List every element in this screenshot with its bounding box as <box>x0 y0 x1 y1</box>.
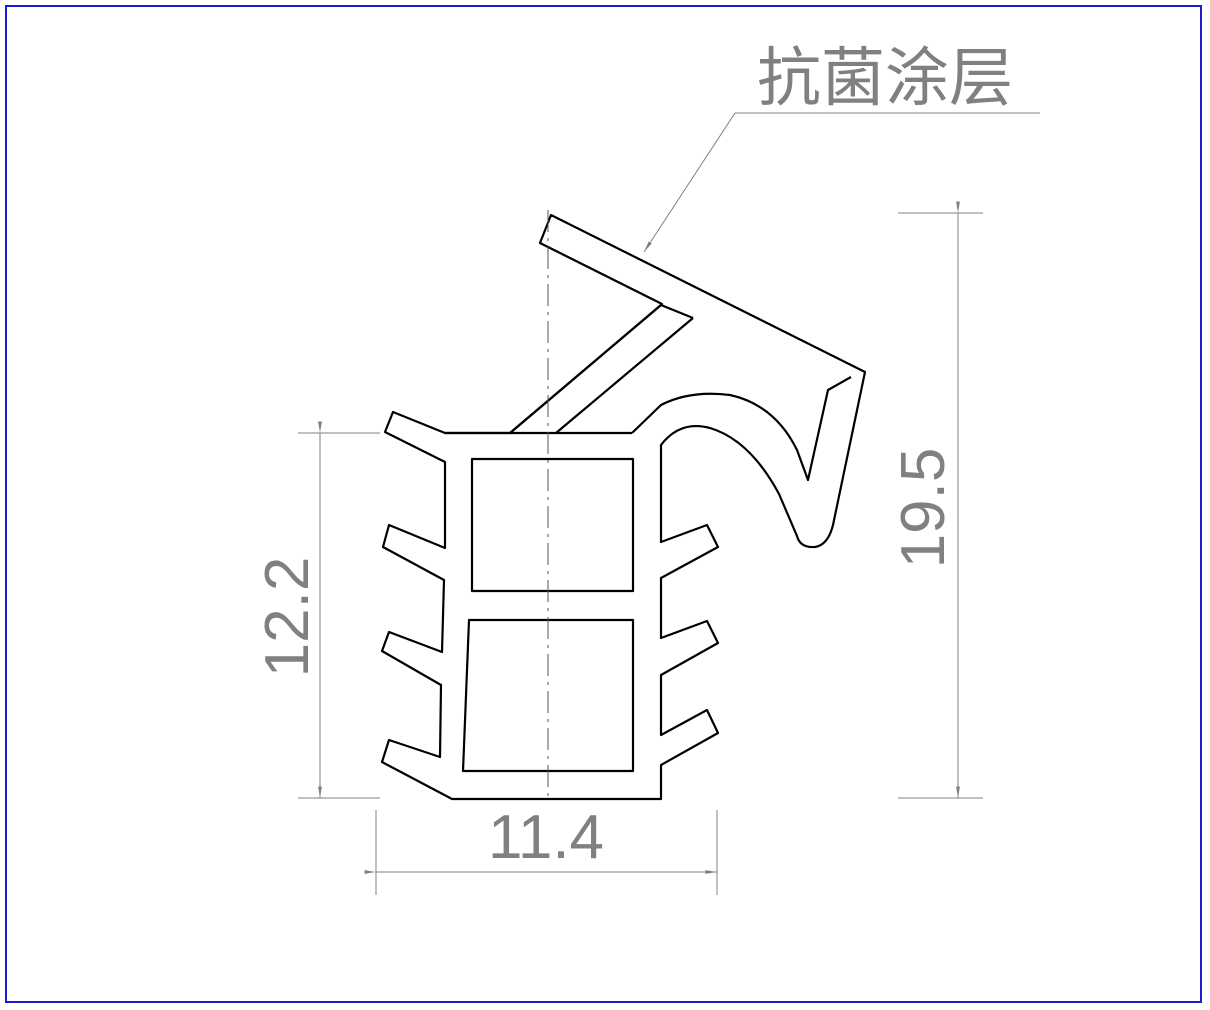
profile-strut-right <box>555 317 694 434</box>
callout-leader-line <box>643 112 736 253</box>
profile-strut-left <box>509 304 662 434</box>
dimension-body-height-label: 12.2 <box>253 557 322 678</box>
dimension-total-height <box>898 213 983 799</box>
dimension-width-label: 11.4 <box>488 803 604 872</box>
profile-chamber-upper <box>470 457 635 593</box>
profile-lip-inner <box>631 376 852 482</box>
dimension-body-height <box>298 433 380 799</box>
profile-outer-contour <box>380 213 867 801</box>
callout-leader <box>643 112 1040 253</box>
profile-strut-cap <box>660 303 694 320</box>
seal-profile <box>380 213 867 801</box>
callout-label: 抗菌涂层 <box>757 42 1013 116</box>
drawing-frame <box>5 5 1202 1003</box>
dimension-total-height-label: 19.5 <box>889 448 958 569</box>
profile-chamber-lower <box>461 618 635 773</box>
dimension-width <box>376 810 718 895</box>
